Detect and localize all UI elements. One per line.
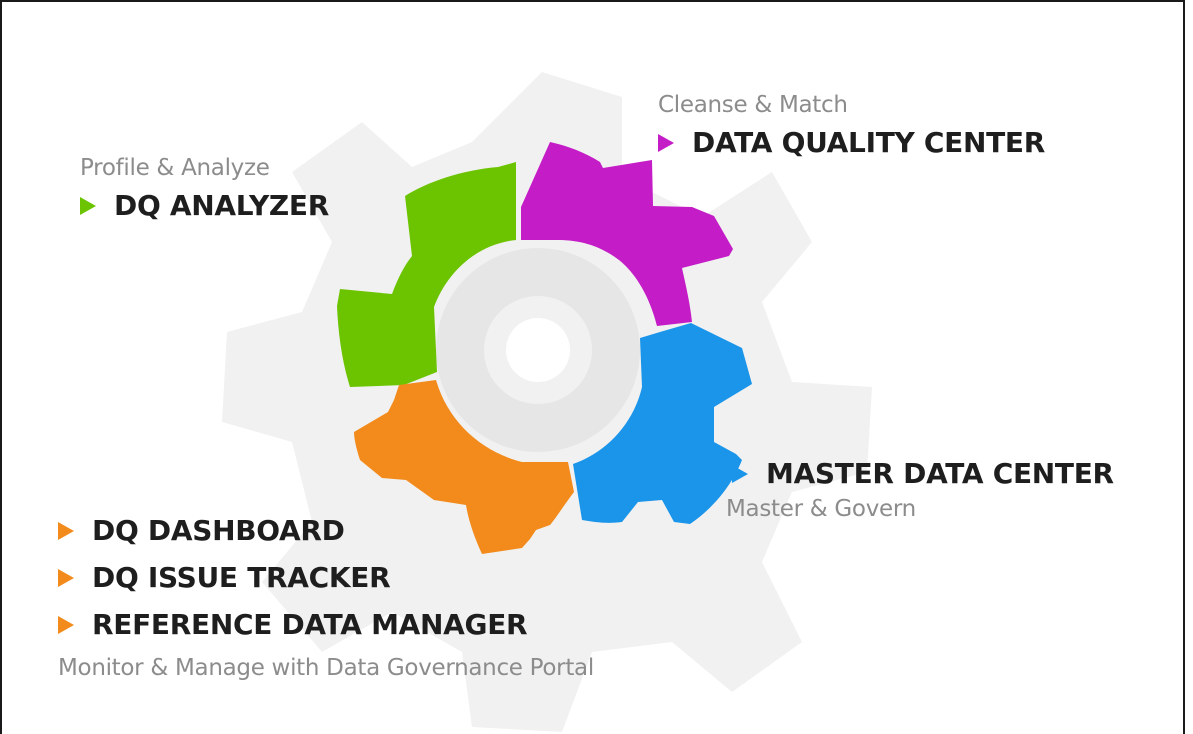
gear-segment-master[interactable] (573, 323, 752, 524)
play-arrow-icon (58, 521, 74, 540)
monitor-group: DQ DASHBOARD DQ ISSUE TRACKER REFERENCE … (58, 514, 594, 681)
data-quality-center-label: DATA QUALITY CENTER (692, 126, 1046, 159)
play-arrow-icon (58, 615, 74, 634)
gear-segment-monitor[interactable] (354, 380, 574, 554)
cleanse-subtitle: Cleanse & Match (658, 92, 848, 118)
dq-analyzer-label: DQ ANALYZER (114, 189, 330, 222)
dq-issue-tracker-link[interactable]: DQ ISSUE TRACKER (58, 561, 594, 594)
analyze-subtitle: Profile & Analyze (80, 155, 270, 181)
play-arrow-icon (732, 464, 748, 483)
data-quality-center-link[interactable]: DATA QUALITY CENTER (658, 126, 1045, 159)
dq-dashboard-link[interactable]: DQ DASHBOARD (58, 514, 594, 547)
master-data-center-link[interactable]: MASTER DATA CENTER (732, 457, 1114, 490)
cleanse-group: Cleanse & Match DATA QUALITY CENTER (658, 92, 1045, 159)
dq-dashboard-label: DQ DASHBOARD (92, 514, 345, 547)
dq-analyzer-link[interactable]: DQ ANALYZER (80, 189, 329, 222)
master-data-center-label: MASTER DATA CENTER (766, 457, 1114, 490)
reference-data-manager-link[interactable]: REFERENCE DATA MANAGER (58, 608, 594, 641)
master-subtitle: Master & Govern (726, 496, 916, 522)
gear-segment-analyze[interactable] (337, 162, 516, 387)
analyze-group: Profile & Analyze DQ ANALYZER (80, 155, 329, 222)
master-group: MASTER DATA CENTER Master & Govern (726, 457, 1114, 522)
reference-data-manager-label: REFERENCE DATA MANAGER (92, 608, 528, 641)
hub-ring (436, 248, 640, 452)
dq-issue-tracker-label: DQ ISSUE TRACKER (92, 561, 391, 594)
gear-segment-cleanse[interactable] (521, 142, 733, 326)
play-arrow-icon (80, 196, 96, 215)
hub-inner (506, 318, 570, 382)
play-arrow-icon (58, 568, 74, 587)
play-arrow-icon (658, 133, 674, 152)
monitor-subtitle: Monitor & Manage with Data Governance Po… (58, 655, 594, 681)
